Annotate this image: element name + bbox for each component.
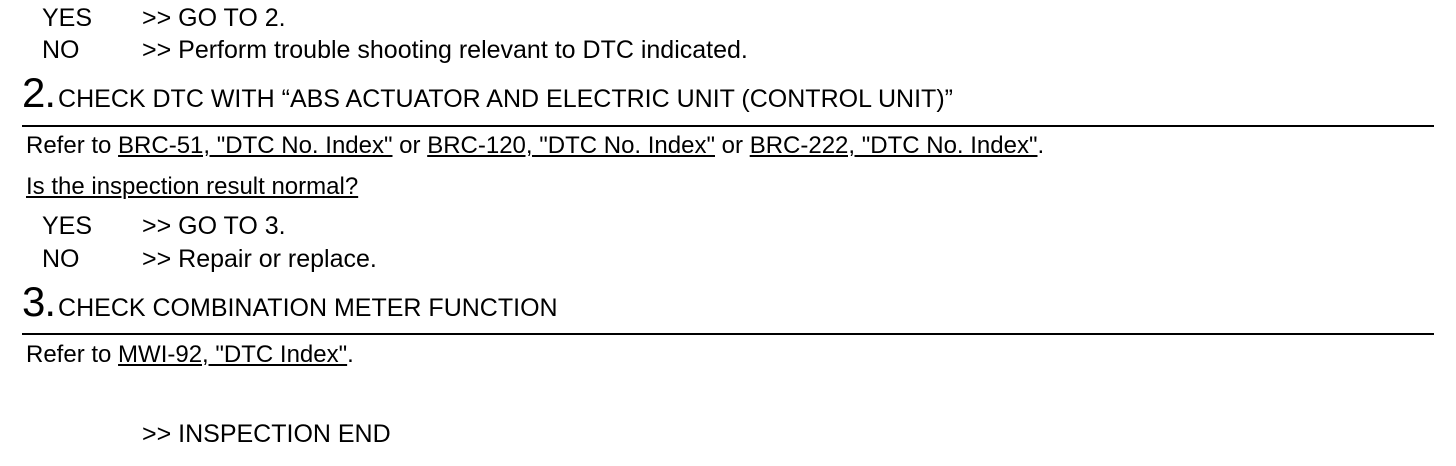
link-brc-222[interactable]: BRC-222, "DTC No. Index" [749,132,1038,159]
refer-prefix: Refer to [26,341,119,368]
step2-refer-line: Refer to BRC-51, "DTC No. Index" or BRC-… [26,132,1044,160]
refer-prefix: Refer to [26,132,119,159]
answer-yes-action: >> GO TO 3. [142,212,286,240]
step3-refer-line: Refer to MWI-92, "DTC Index". [26,341,354,369]
answer-yes-label: YES [42,4,93,32]
step3-heading: 3. CHECK COMBINATION METER FUNCTION [22,281,558,323]
step2-dot: . [44,69,57,116]
answer-yes-label: YES [42,212,93,240]
answer-no-label: NO [42,36,80,64]
inspection-question: Is the inspection result normal? [26,173,359,200]
step2-heading: 2. CHECK DTC WITH “ABS ACTUATOR AND ELEC… [22,72,953,114]
or-text: or [715,132,750,159]
or-text: or [392,132,428,159]
refer-suffix: . [347,341,354,368]
step3-title: CHECK COMBINATION METER FUNCTION [58,294,558,322]
step2-question-line: Is the inspection result normal? [26,173,358,201]
link-brc-51[interactable]: BRC-51, "DTC No. Index" [118,132,393,159]
step2-title: CHECK DTC WITH “ABS ACTUATOR AND ELECTRI… [58,85,953,113]
answer-no-action: >> Repair or replace. [142,245,377,273]
refer-suffix: . [1037,132,1045,159]
answer-yes-action: >> GO TO 2. [142,4,286,32]
answer-no-label: NO [42,245,80,273]
answer-no-action: >> Perform trouble shooting relevant to … [142,36,748,64]
link-brc-120[interactable]: BRC-120, "DTC No. Index" [427,132,715,159]
step3-divider [22,333,1434,335]
step2-number: 2 [22,69,45,116]
step3-number: 3 [22,278,45,325]
step3-dot: . [44,278,57,325]
step2-divider [22,125,1434,127]
link-mwi-92[interactable]: MWI-92, "DTC Index" [118,341,348,368]
inspection-end: >> INSPECTION END [142,420,391,448]
